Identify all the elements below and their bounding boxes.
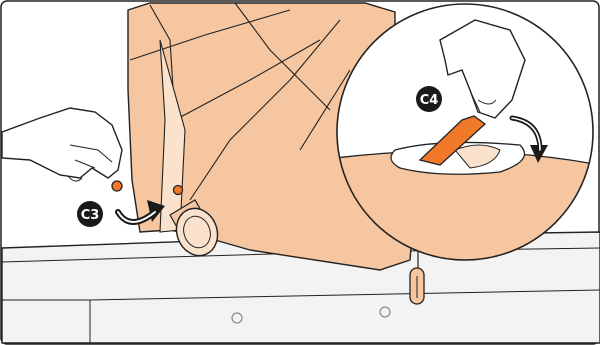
callout-c3-label: C3 xyxy=(81,208,100,223)
callout-c4-label: C4 xyxy=(420,93,439,108)
snap-button-right xyxy=(174,186,183,195)
callout-c3: C3 xyxy=(77,201,103,227)
callout-c4: C4 xyxy=(416,86,442,112)
snap-button-left xyxy=(112,181,122,191)
